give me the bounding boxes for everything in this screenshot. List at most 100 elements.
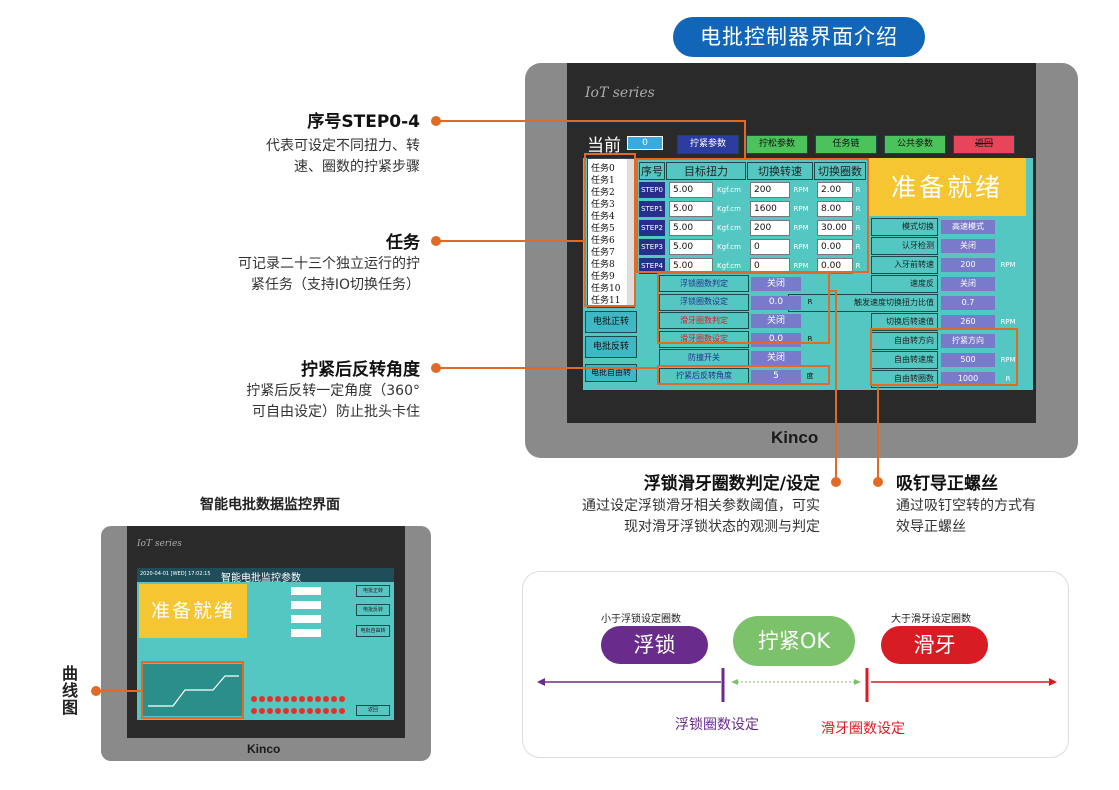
task-list-item[interactable]: 任务2 [591, 188, 615, 198]
param-unit [997, 239, 1019, 253]
monitor-forward-button[interactable]: 电批正转 [356, 585, 390, 597]
param-value[interactable]: 0.7 [941, 296, 995, 310]
series-logo: IoT series [585, 85, 655, 101]
speed-unit: RPM [793, 185, 809, 194]
param-label: 模式切换 [871, 218, 938, 236]
task-list-item[interactable]: 任务6 [591, 236, 615, 246]
speed-input[interactable]: 1600 [750, 201, 790, 217]
param-unit: R [1005, 374, 1011, 383]
monitor-date: 2020-04-01 [WED] 17:02:15 [140, 571, 211, 577]
mid-param-value[interactable]: 5 [751, 369, 801, 384]
ok-pill: 拧紧OK [733, 616, 855, 666]
mid-param-value[interactable]: 0.0 [751, 295, 801, 310]
torque-unit: Kgf.cm [717, 204, 741, 213]
float-set-label: 浮锁圈数设定 [675, 717, 759, 733]
torque-unit: Kgf.cm [717, 223, 741, 232]
turns-unit: R [855, 185, 861, 194]
param-unit [997, 277, 1019, 291]
suck-annotation-desc-2: 效导正螺丝 [896, 519, 966, 535]
step-label: STEP0 [639, 182, 665, 198]
turns-input[interactable]: 8.00 [817, 201, 853, 217]
speed-input[interactable]: 200 [750, 220, 790, 236]
task-list-scrollbar[interactable] [627, 159, 634, 305]
torque-input[interactable]: 5.00 [669, 220, 713, 236]
float-annotation-desc-1: 通过设定浮锁滑牙相关参数阈值，可实 [582, 498, 820, 514]
step-annotation-desc-2: 速、圈数的拧紧步骤 [294, 159, 420, 175]
param-value[interactable]: 高速模式 [941, 220, 995, 234]
task-list-item[interactable]: 任务10 [591, 284, 621, 294]
turns-input[interactable]: 0.00 [817, 239, 853, 255]
status-banner: 准备就绪 [868, 158, 1026, 216]
mid-param-value[interactable]: 关闭 [751, 314, 801, 328]
step-annotation-desc-1: 代表可设定不同扭力、转 [266, 138, 420, 154]
task-list-item[interactable]: 任务11 [591, 296, 621, 306]
step-label: STEP3 [639, 239, 665, 255]
turns-unit: R [855, 242, 861, 251]
task-annotation-title: 任务 [386, 233, 420, 253]
mid-param-value[interactable]: 关闭 [751, 351, 801, 365]
param-value[interactable]: 200 [941, 258, 995, 272]
task-list[interactable]: 任务0 任务1 任务2 任务3 任务4 任务5 任务6 任务7 任务8 任务9 任务10 任务11 [587, 158, 635, 308]
task-list-item[interactable]: 任务7 [591, 248, 615, 258]
param-value[interactable]: 关闭 [941, 277, 995, 291]
turns-input[interactable]: 30.00 [817, 220, 853, 236]
param-unit: RPM [1000, 355, 1016, 364]
legend-panel: 小于浮锁设定圈数 浮锁 拧紧OK 大于滑牙设定圈数 滑牙 浮锁圈数设定 滑牙圈数… [522, 571, 1069, 758]
speed-input[interactable]: 0 [750, 239, 790, 255]
current-value[interactable]: 0 [627, 136, 663, 150]
brand-logo: Kinco [771, 428, 819, 447]
step-label: STEP2 [639, 220, 665, 236]
torque-unit: Kgf.cm [717, 242, 741, 251]
turns-input[interactable]: 0.00 [817, 258, 853, 274]
monitor-screen: 2020-04-01 [WED] 17:02:15 智能电批监控参数 准备就绪 … [137, 568, 394, 720]
tab-common-params[interactable]: 公共参数 [884, 135, 946, 154]
slip-hint: 大于滑牙设定圈数 [891, 614, 971, 625]
speed-input[interactable]: 200 [750, 182, 790, 198]
task-annotation-desc-2: 紧任务（支持IO切换任务） [250, 277, 420, 293]
slip-pill: 滑牙 [881, 626, 988, 664]
monitor-brand-logo: Kinco [247, 742, 281, 756]
mid-param-value[interactable]: 关闭 [751, 277, 801, 291]
task-list-item[interactable]: 任务8 [591, 260, 615, 270]
speed-unit: RPM [793, 223, 809, 232]
monitor-value-grid [251, 584, 351, 648]
task-list-item[interactable]: 任务4 [591, 212, 615, 222]
step-label: STEP1 [639, 201, 665, 217]
task-list-item[interactable]: 任务1 [591, 176, 615, 186]
col-header-torque: 目标扭力 [666, 162, 746, 180]
task-list-item[interactable]: 任务9 [591, 272, 615, 282]
float-annotation-desc-2: 现对滑牙浮锁状态的观测与判定 [624, 519, 820, 535]
param-value[interactable]: 关闭 [941, 239, 995, 253]
param-value[interactable]: 拧紧方向 [941, 334, 995, 348]
back-button[interactable]: 返回 [953, 135, 1015, 154]
float-annotation-title: 浮锁滑牙圈数判定/设定 [643, 474, 820, 494]
task-list-item[interactable]: 任务0 [591, 164, 615, 174]
monitor-back-button[interactable]: 返回 [356, 705, 390, 716]
tab-tighten-params[interactable]: 拧紧参数 [677, 135, 739, 154]
suck-annotation-title: 吸钉导正螺丝 [896, 474, 998, 494]
reverse-button[interactable]: 电批反转 [585, 336, 637, 358]
task-list-item[interactable]: 任务3 [591, 200, 615, 210]
highlight-curve [141, 661, 244, 719]
forward-button[interactable]: 电批正转 [585, 311, 637, 333]
mid-param-label: 滑牙圈数设定 [659, 330, 749, 348]
highlight-step [636, 158, 869, 273]
param-value[interactable]: 1000 [941, 372, 995, 386]
param-value[interactable]: 260 [941, 315, 995, 329]
turns-unit: R [855, 223, 861, 232]
page-title: 电批控制器界面介绍 [673, 17, 925, 57]
task-list-item[interactable]: 任务5 [591, 224, 615, 234]
turns-input[interactable]: 2.00 [817, 182, 853, 198]
torque-unit: Kgf.cm [717, 185, 741, 194]
mid-param-unit [803, 351, 817, 365]
monitor-reverse-button[interactable]: 电批反转 [356, 604, 390, 616]
torque-input[interactable]: 5.00 [669, 201, 713, 217]
monitor-free-run-button[interactable]: 电批自由转 [356, 625, 390, 637]
torque-input[interactable]: 5.00 [669, 182, 713, 198]
mid-param-unit: 度 [806, 372, 814, 380]
tab-task-chain[interactable]: 任务链 [815, 135, 877, 154]
torque-input[interactable]: 5.00 [669, 239, 713, 255]
col-header-turns: 切换圈数 [814, 162, 866, 180]
param-value[interactable]: 500 [941, 353, 995, 367]
tab-loosen-params[interactable]: 拧松参数 [746, 135, 808, 154]
